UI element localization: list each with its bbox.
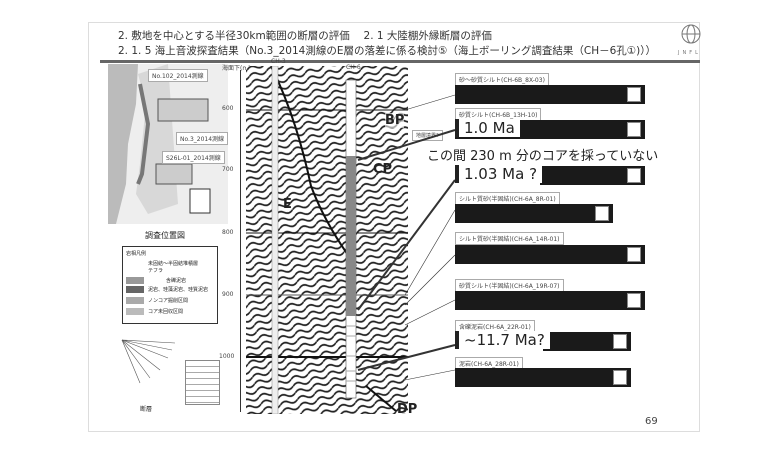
- depth-tick: 800: [222, 229, 234, 236]
- scale-chip: [627, 247, 641, 262]
- depth-axis: [240, 70, 241, 412]
- core-photo: [455, 204, 613, 223]
- layer-dp: DP: [397, 402, 418, 417]
- scale-chip: [613, 370, 627, 385]
- legend-item: コア未回収区間: [126, 308, 214, 315]
- dip-scale-icon: [121, 339, 176, 384]
- depth-tick: 900: [222, 291, 234, 298]
- title-line-1: 2. 敷地を中心とする半径30km範囲の断層の評価 2. 1 大陸棚外縁断層の評…: [118, 30, 492, 42]
- slide-frame: [88, 22, 700, 432]
- header-rule: [100, 60, 700, 63]
- jnfl-logo: JNFL: [678, 24, 704, 56]
- age-label: 1.0 Ma: [455, 119, 520, 137]
- legend-title: 岩相凡例: [126, 251, 147, 257]
- depth-tick: 1000: [219, 353, 235, 360]
- legend-item: 泥岩、珪藻泥岩、珪質泥岩: [126, 286, 214, 293]
- leader-lines: [357, 94, 456, 381]
- title-line-2: 2. 1. 5 海上音波探査結果（No.3_2014測線のE層の落差に係る検討⑤…: [118, 45, 657, 57]
- depth-tick: 600: [222, 105, 234, 112]
- core-photo: [455, 85, 645, 104]
- depth-tick: 700: [222, 166, 234, 173]
- layer-cp: CP: [373, 162, 393, 177]
- legend-item: テフラ: [148, 268, 164, 274]
- page-number: 69: [645, 416, 658, 427]
- core-photo: [455, 368, 631, 387]
- core-gap-annotation: この間 230 m 分のコアを採っていない: [427, 145, 659, 164]
- scale-chip: [595, 206, 609, 221]
- boundary-box: 地層境界?: [412, 130, 443, 141]
- core-photo: [543, 332, 631, 351]
- core-photo: [455, 245, 645, 264]
- location-map: No.102_2014測線 No.3_2014測線 S26L-01_2014測線: [108, 64, 229, 224]
- core-photo: [455, 291, 645, 310]
- lithology-legend: 岩相凡例 未固結～半固結堆積層 テフラ 含礫泥岩 泥岩、珪藻泥岩、珪質泥岩 ノン…: [122, 246, 218, 324]
- scale-chip: [613, 334, 627, 349]
- age-label: 1.03 Ma ?: [455, 165, 543, 183]
- layer-e: E: [283, 197, 292, 212]
- seismic-section: [246, 66, 408, 414]
- scale-chip: [627, 87, 641, 102]
- legend-item: ノンコア掘削区間: [126, 297, 214, 304]
- scale-chip: [627, 293, 641, 308]
- fault-legend: 断層: [140, 406, 153, 413]
- legend-item: 未固結～半固結堆積層: [148, 261, 199, 267]
- logo-text: JNFL: [678, 50, 701, 56]
- scale-chip: [627, 122, 641, 137]
- age-label: ~11.7 Ma?: [455, 331, 550, 349]
- layer-bp: BP: [385, 113, 405, 128]
- map-caption: 調査位置図: [145, 231, 185, 240]
- borehole-ch6-label: CH-6: [346, 64, 361, 71]
- map-label: S26L-01_2014測線: [162, 151, 225, 164]
- scale-chip: [627, 168, 641, 183]
- map-label: No.3_2014測線: [176, 132, 229, 145]
- map-graphic: [108, 64, 211, 224]
- borehole-ch3-label: CH-3: [271, 58, 286, 65]
- map-label: No.102_2014測線: [148, 69, 208, 82]
- core-label: シルト質砂(半固結)(CH-6A_14R-01): [455, 232, 564, 245]
- stratigraphy-column: [185, 360, 220, 405]
- depth-axis-label: 海面下(m): [222, 65, 251, 72]
- globe-icon: [681, 24, 701, 44]
- core-label: 泥岩(CH-6A_28R-01): [455, 357, 523, 370]
- core-photo: [540, 166, 645, 185]
- legend-item: 含礫泥岩: [126, 277, 214, 284]
